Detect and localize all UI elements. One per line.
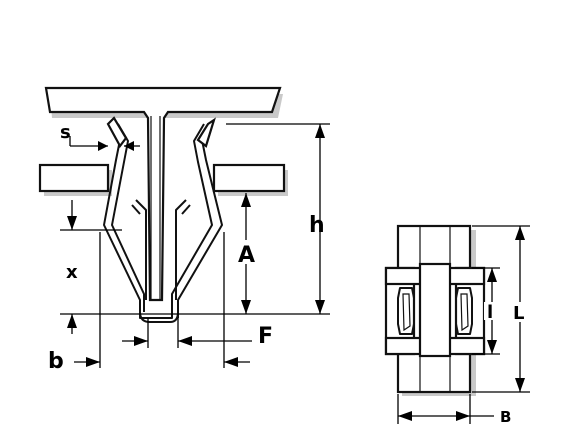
front-window-right-inner <box>460 293 469 332</box>
label-s: s <box>60 122 71 143</box>
front-window-right <box>455 287 473 335</box>
barb-left <box>135 199 147 300</box>
dimension-F: F <box>122 318 273 349</box>
label-h: h <box>309 213 325 238</box>
panel-left <box>38 163 110 193</box>
head-plate <box>44 86 282 302</box>
label-x: x <box>66 262 78 283</box>
label-b: b <box>48 349 64 374</box>
dimension-x: x <box>60 200 186 334</box>
spring-right-outer <box>177 125 223 318</box>
bottom-u <box>139 311 179 323</box>
dimension-h: h <box>186 123 330 315</box>
spring-left-tip <box>106 116 128 149</box>
panel-right <box>212 163 286 193</box>
spring-right-inner <box>171 123 213 312</box>
barb-right-2 <box>181 204 191 215</box>
label-l: l <box>487 302 493 323</box>
clip-front-view <box>384 224 486 396</box>
clip-side-view <box>38 86 288 323</box>
front-window-left-inner <box>402 293 411 332</box>
dimension-B: B <box>397 394 511 426</box>
spring-right-tip <box>196 117 216 148</box>
front-window-left <box>397 287 415 335</box>
dimension-L: L <box>472 225 532 393</box>
label-F: F <box>258 324 273 349</box>
barb-left-2 <box>131 204 141 215</box>
label-B: B <box>500 408 511 426</box>
barb-right <box>175 199 187 300</box>
dimension-b: b <box>48 232 250 374</box>
front-center-column <box>418 262 452 358</box>
label-L: L <box>513 303 524 324</box>
dimension-l: l <box>472 267 500 355</box>
dimension-s: s <box>60 122 140 151</box>
label-A: A <box>238 243 255 268</box>
dimension-A: A <box>236 193 258 314</box>
